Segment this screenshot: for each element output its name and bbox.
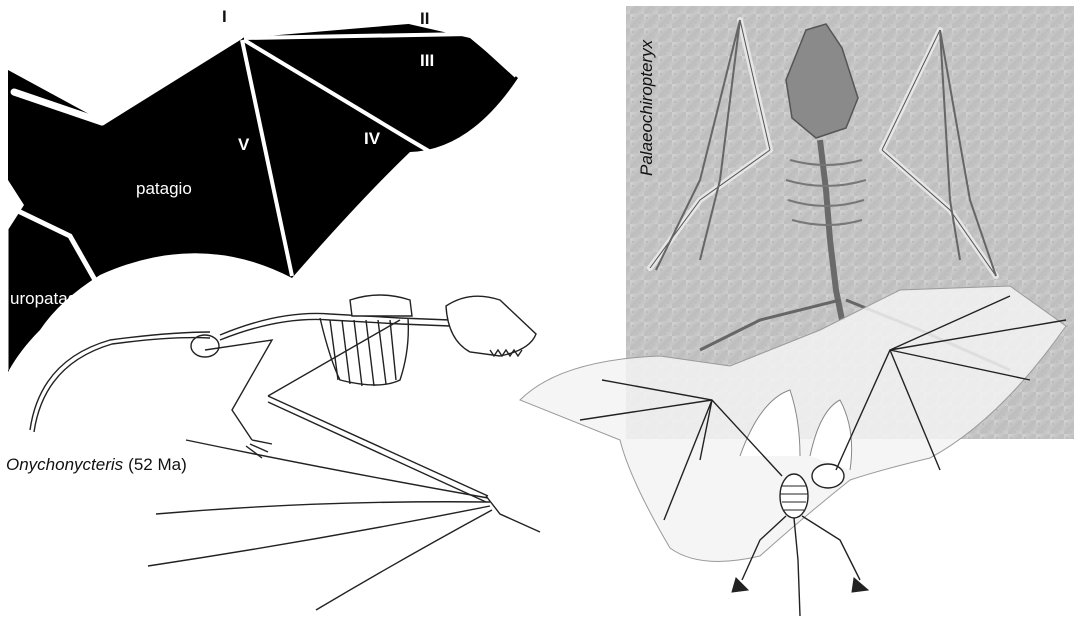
- wing-thumb: [238, 10, 246, 36]
- digit-label-iv: IV: [364, 129, 381, 148]
- ony-forearm-2: [268, 402, 486, 502]
- ony-digit-4: [316, 510, 492, 610]
- ony-ribs: [330, 320, 396, 386]
- ony-wrist: [486, 496, 540, 532]
- digit-label-iii: III: [420, 51, 434, 70]
- palaeochiropteryx-label: Palaeochiropteryx: [637, 39, 656, 176]
- ony-digit-1: [186, 440, 488, 498]
- onychonycteris-skeleton: [30, 295, 540, 610]
- onychonycteris-age: (52 Ma): [128, 455, 187, 474]
- patagio-label: patagio: [136, 179, 192, 198]
- ony-digit-3: [148, 506, 490, 566]
- ony-forearm: [268, 396, 488, 496]
- recon-head: [812, 464, 844, 488]
- ony-hindleg: [205, 340, 272, 440]
- ony-skull: [446, 296, 536, 356]
- digit-label-v: V: [238, 135, 250, 154]
- onychonycteris-genus: Onychonycteris: [6, 455, 124, 474]
- ony-tail-2: [34, 338, 210, 432]
- recon-feet: [732, 578, 868, 592]
- recon-tail: [794, 518, 800, 616]
- ony-scapula: [350, 295, 412, 316]
- ony-tail: [30, 332, 210, 430]
- digit-label-ii: II: [420, 9, 429, 28]
- wing-diagram: [8, 10, 518, 372]
- onychonycteris-label: Onychonycteris(52 Ma): [6, 455, 187, 474]
- uropatagio-label: uropatagio: [10, 289, 90, 308]
- ony-digit-2: [156, 502, 490, 514]
- digit-label-i: I: [222, 7, 227, 26]
- recon-body: [780, 474, 808, 518]
